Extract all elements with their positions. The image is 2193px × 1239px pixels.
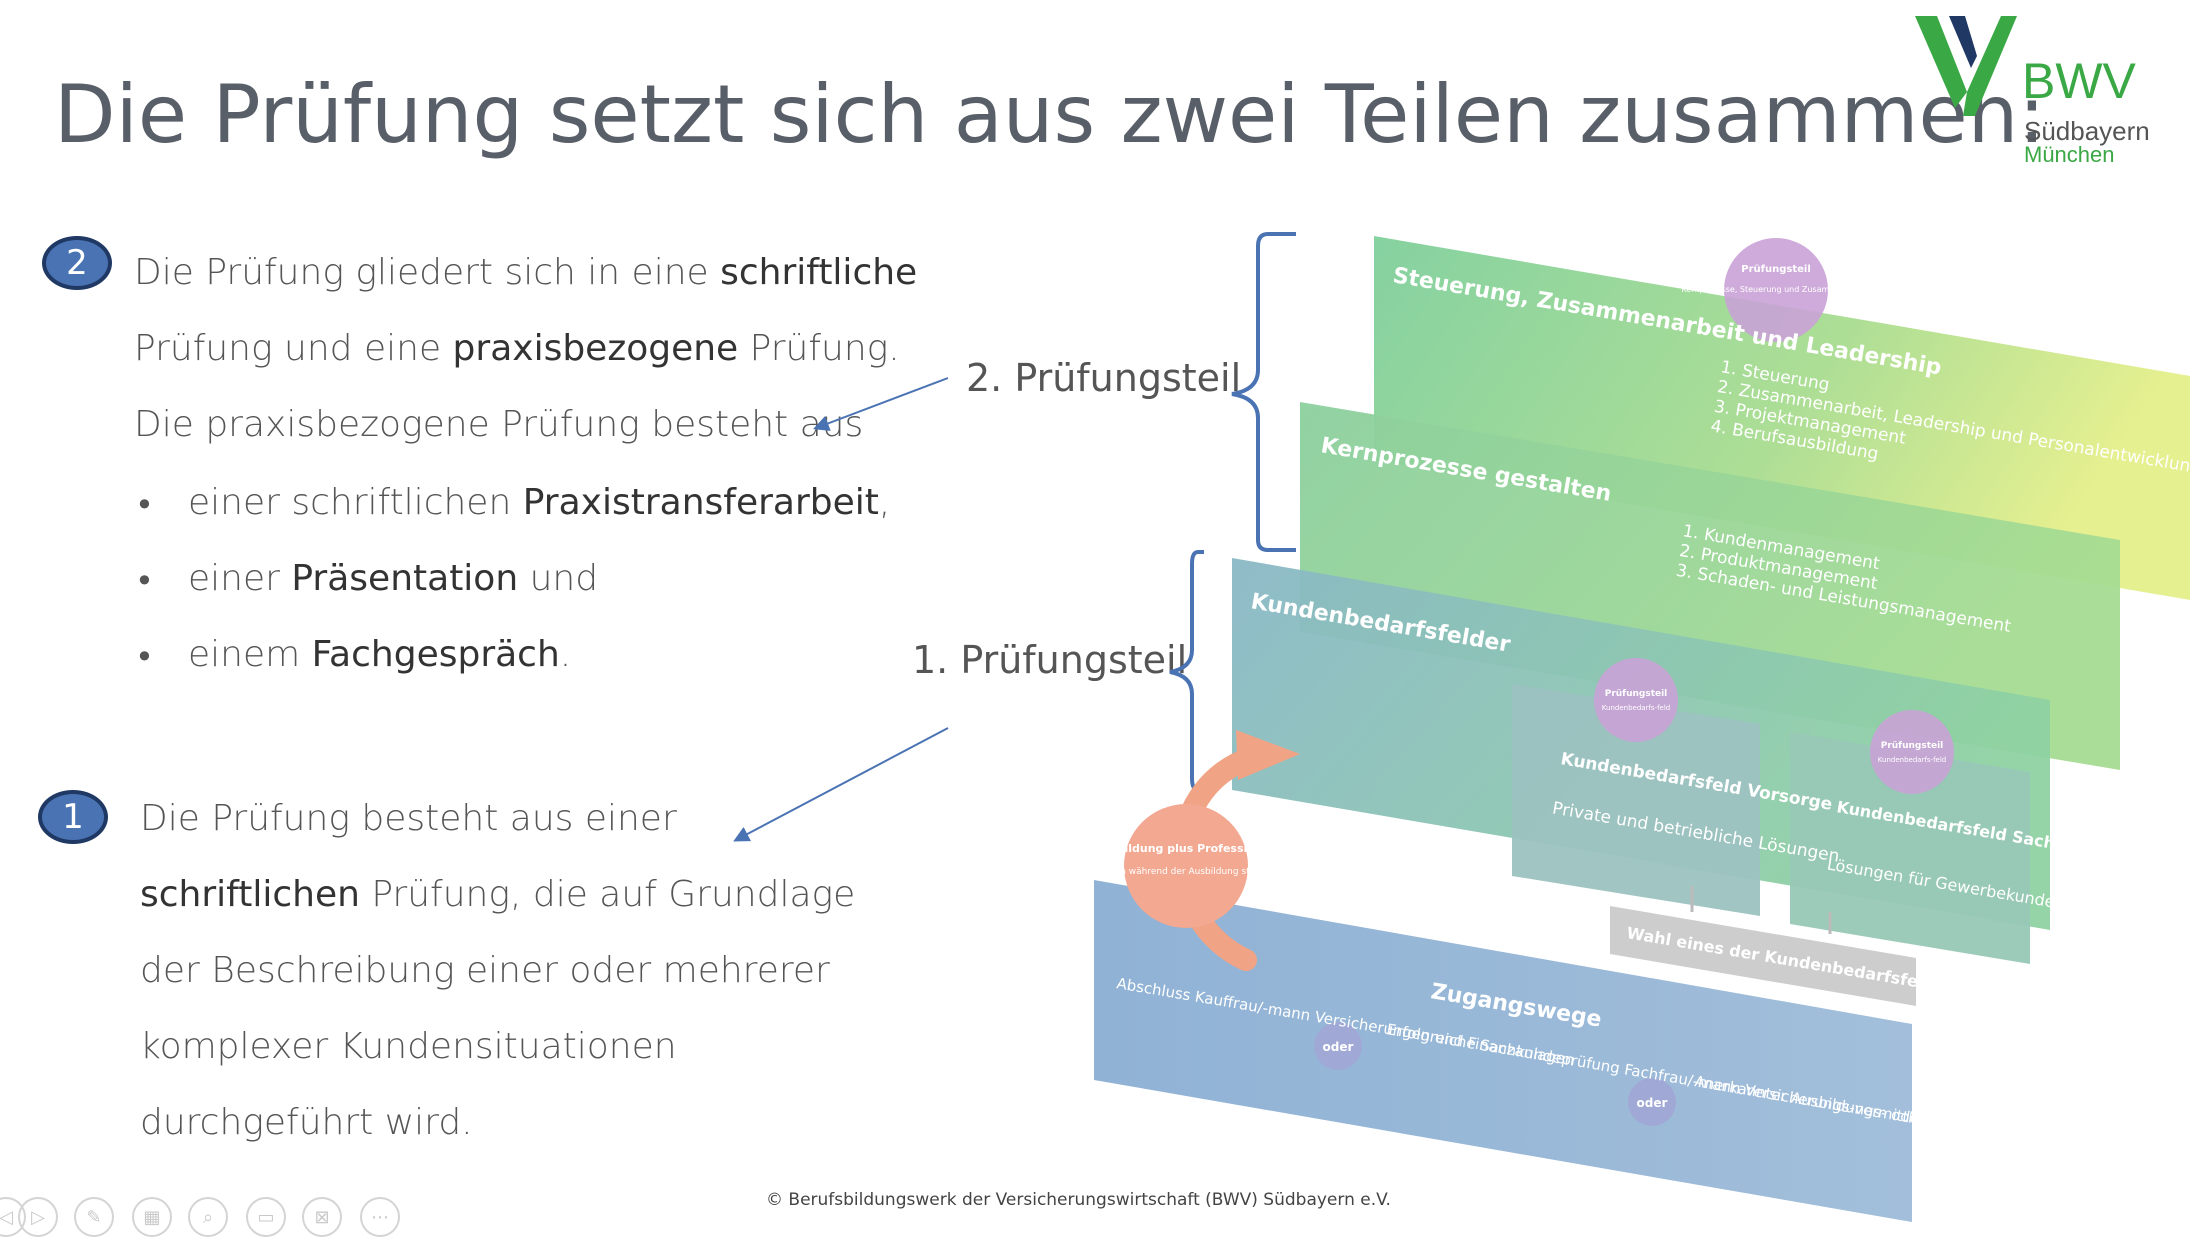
part1-line4: komplexer Kundensituationen: [140, 1026, 677, 1067]
next-slide-icon[interactable]: ▷: [18, 1197, 58, 1237]
ausbildung-text: Schon während der Ausbildung starten: [1098, 867, 1273, 877]
bullet-dot: •: [135, 562, 154, 600]
card-sach-shape: [1790, 732, 2030, 964]
subtitles-icon[interactable]: ▭: [246, 1197, 286, 1237]
wahl-bar-shape: [1610, 906, 1916, 1006]
badge-sach-text: Kundenbedarfs-feld: [1878, 756, 1946, 764]
logo-subtitle-city: München: [2024, 142, 2115, 167]
badge-sach-head: Prüfungsteil: [1881, 741, 1944, 751]
arrow-part2: [813, 377, 949, 431]
brace-part2: [1231, 232, 1296, 552]
part1-line5: durchgeführt wird.: [140, 1102, 473, 1143]
bullet-fachgespraech: einem Fachgespräch.: [188, 634, 572, 675]
zoom-icon[interactable]: ⌕: [188, 1197, 228, 1237]
slide-title: Die Prüfung setzt sich aus zwei Teilen z…: [54, 68, 2046, 161]
oder-badge-2: [1628, 1078, 1676, 1126]
logo-name: BWV: [2022, 53, 2136, 109]
bullet-praesentation: einer Präsentation und: [188, 558, 599, 599]
bullet-dot: •: [135, 638, 154, 676]
part1-line1: Die Prüfung besteht aus einer: [140, 798, 677, 839]
part1-number-badge: 1: [38, 790, 108, 844]
bullet-dot: •: [135, 486, 154, 524]
part1-line2: schriftlichen Prüfung, die auf Grundlage: [140, 874, 856, 915]
brace-part1: [1169, 550, 1204, 792]
part2-line3: Die praxisbezogene Prüfung besteht aus: [134, 404, 864, 445]
arrow-part1: [733, 727, 949, 842]
oder-label-1: oder: [1323, 1040, 1354, 1054]
badge-sach: [1870, 710, 1954, 794]
part2-line1: Die Prüfung gliedert sich in eine schrif…: [134, 252, 918, 293]
bullet-praxistransferarbeit: einer schriftlichen Praxistransferarbeit…: [188, 482, 891, 523]
badge-vorsorge-text: Kundenbedarfs-feld: [1602, 704, 1670, 712]
label-part1: 1. Prüfungsteil: [912, 638, 1188, 682]
badge-top: [1724, 238, 1828, 342]
slides-overview-icon[interactable]: ▦: [132, 1197, 172, 1237]
badge-top-text: Kernprozesse, Steuerung und Zusammenarbe…: [1681, 285, 1870, 294]
badge-vorsorge-head: Prüfungsteil: [1605, 689, 1668, 699]
badge-ausbildung: [1124, 804, 1248, 928]
ausbildung-head: Ausbildung plus Professional:: [1094, 842, 1279, 855]
logo-subtitle-region: Südbayern: [2024, 116, 2150, 146]
badge-vorsorge: [1594, 658, 1678, 742]
footer-copyright: © Berufsbildungswerk der Versicherungswi…: [766, 1190, 1391, 1210]
layer-zugangswege: [1094, 880, 1912, 1222]
more-options-icon[interactable]: ⋯: [360, 1197, 400, 1237]
part1-line3: der Beschreibung einer oder mehrerer: [140, 950, 830, 991]
pen-icon[interactable]: ✎: [74, 1197, 114, 1237]
oder-label-2: oder: [1637, 1096, 1668, 1110]
card-vorsorge-shape: [1512, 684, 1760, 916]
badge-top-head: Prüfungsteil: [1741, 264, 1811, 275]
part2-line2: Prüfung und eine praxisbezogene Prüfung.: [134, 328, 900, 369]
oder-badge-1: [1314, 1022, 1362, 1070]
part2-number-badge: 2: [42, 236, 112, 290]
camera-off-icon[interactable]: ⊠: [302, 1197, 342, 1237]
label-part2: 2. Prüfungsteil: [966, 356, 1242, 400]
layer-steuerung: [1374, 236, 2190, 600]
bwv-logo: [1915, 16, 2017, 116]
